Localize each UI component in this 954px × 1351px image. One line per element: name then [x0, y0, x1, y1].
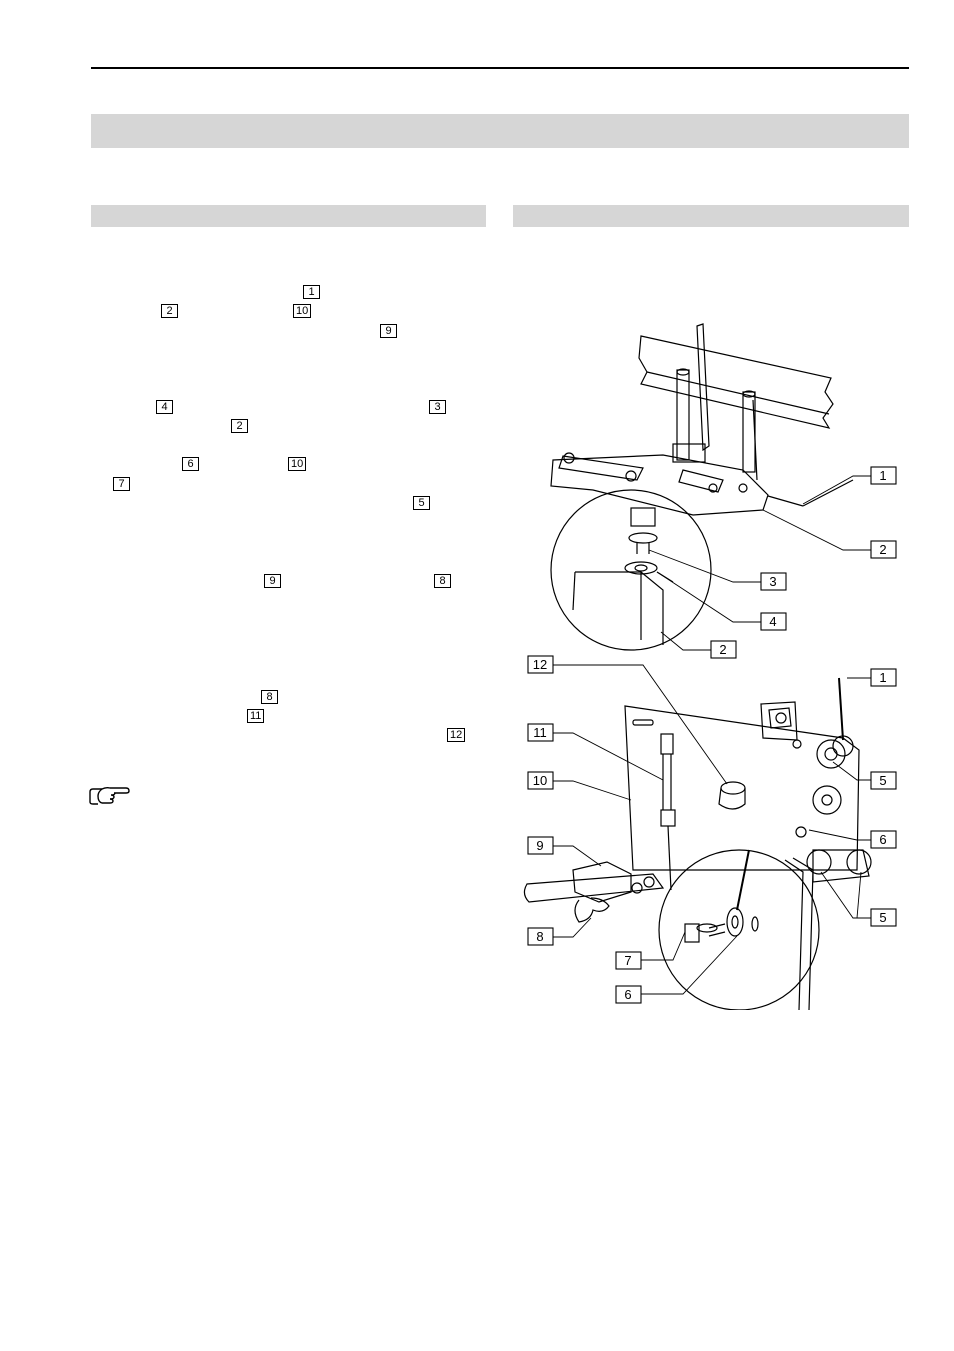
text-ref-9: 9 [264, 574, 281, 588]
adjustment-knob [718, 781, 746, 810]
clamp-arm [523, 861, 665, 923]
left-subheading-bar [91, 205, 486, 227]
text-ref-6: 6 [182, 457, 199, 471]
svg-text:5: 5 [879, 910, 886, 925]
svg-text:6: 6 [879, 832, 886, 847]
text-ref-7: 7 [113, 477, 130, 491]
detail-circle-bottom [658, 849, 820, 1010]
text-ref-5: 5 [413, 496, 430, 510]
svg-text:11: 11 [533, 725, 547, 740]
svg-text:1: 1 [879, 670, 886, 685]
text-ref-8: 8 [434, 574, 451, 588]
leaders-bottom [553, 664, 871, 995]
svg-text:3: 3 [769, 574, 776, 589]
svg-text:2: 2 [719, 642, 726, 657]
svg-text:12: 12 [533, 657, 547, 672]
svg-text:8: 8 [536, 929, 543, 944]
base-plate [550, 443, 854, 516]
text-ref-8: 8 [261, 690, 278, 704]
svg-text:9: 9 [536, 838, 543, 853]
text-ref-10: 10 [293, 304, 312, 318]
svg-text:2: 2 [879, 542, 886, 557]
text-ref-4: 4 [156, 400, 173, 414]
text-ref-1: 1 [303, 285, 320, 299]
mounting-plate [624, 677, 860, 871]
svg-text:7: 7 [624, 953, 631, 968]
text-ref-12: 12 [447, 728, 466, 742]
callouts-bottom-right: 1 5 6 5 7 6 [615, 668, 897, 1004]
text-ref-3: 3 [429, 400, 446, 414]
leaders-top [648, 475, 871, 651]
callouts-bottom-left: 12 11 10 9 8 [527, 655, 554, 946]
text-ref-11: 11 [247, 709, 265, 723]
beam [638, 335, 834, 429]
technical-drawing: 1 2 3 4 2 12 11 10 9 8 1 5 6 5 7 6 [523, 323, 897, 1010]
text-ref-10: 10 [288, 457, 307, 471]
svg-text:4: 4 [769, 614, 776, 629]
text-ref-9: 9 [380, 324, 397, 338]
svg-text:6: 6 [624, 987, 631, 1002]
text-ref-2: 2 [161, 304, 178, 318]
svg-text:5: 5 [879, 773, 886, 788]
svg-text:1: 1 [879, 468, 886, 483]
text-ref-2: 2 [231, 419, 248, 433]
right-subheading-bar [513, 205, 909, 227]
guide-posts [676, 323, 758, 481]
svg-text:10: 10 [533, 773, 547, 788]
section-heading-bar [91, 114, 909, 148]
pointing-hand-icon [89, 786, 130, 805]
gas-spring [660, 733, 676, 891]
header-rule [91, 67, 909, 69]
callouts-top: 1 2 3 4 2 [710, 466, 897, 659]
